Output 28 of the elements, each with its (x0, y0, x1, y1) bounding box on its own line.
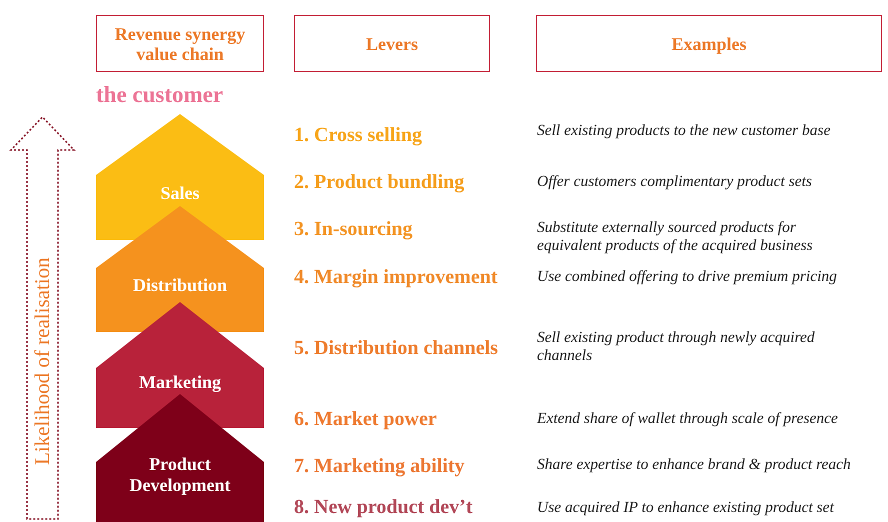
stage-label: Distribution (132, 275, 228, 296)
header-box (96, 15, 264, 72)
lever-text: 8. New product dev’t (294, 496, 474, 519)
lever-text: 7. Marketing ability (294, 455, 466, 478)
lever-text: 3. In-sourcing (294, 218, 414, 241)
lever-text: 1. Cross selling (294, 124, 423, 147)
example-text: Sell existing product through newly acquired channels (537, 329, 816, 365)
lever-text: 6. Market power (294, 408, 438, 431)
column-heading: Levers (366, 34, 418, 54)
header-box (536, 15, 882, 72)
lever-text: 4. Margin improvement (294, 266, 498, 289)
example-text: Use acquired IP to enhance existing product set (537, 499, 836, 517)
stage-label: Product Development (128, 454, 232, 496)
example-text: Sell existing products to the new customer base (537, 122, 832, 140)
header-box (294, 15, 490, 72)
example-text: Offer customers complimentary product sets (537, 173, 813, 191)
example-text: Substitute externally sourced products for equivalent products of the acquired business (537, 219, 814, 255)
stage-heading: the customer (96, 82, 224, 108)
column-heading: Examples (671, 34, 746, 54)
stage-label: Sales (159, 183, 200, 204)
lever-text: 2. Product bundling (294, 171, 466, 194)
example-text: Extend share of wallet through scale of presence (537, 410, 839, 428)
example-text: Share expertise to enhance brand & product reach (537, 456, 852, 474)
lever-text: 5. Distribution channels (294, 337, 499, 360)
column-heading: Revenue synergy value chain (114, 24, 246, 64)
stage-label: Marketing (138, 372, 222, 393)
axis-label: Likelihood of realisation (30, 257, 54, 465)
example-text: Use combined offering to drive premium pricing (537, 268, 838, 286)
